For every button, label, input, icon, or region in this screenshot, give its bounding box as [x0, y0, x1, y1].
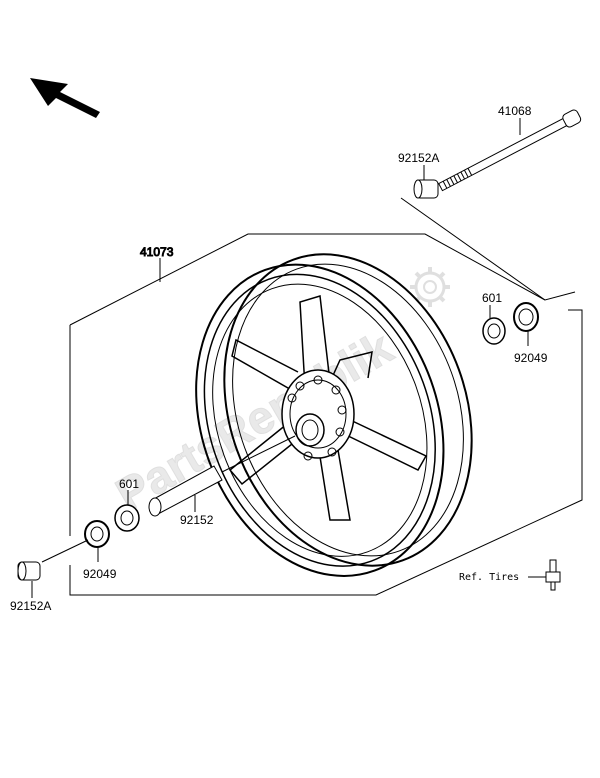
watermark: PartsRepublik [107, 267, 450, 521]
label-92152: 92152 [180, 513, 214, 527]
label-41068: 41068 [498, 104, 532, 118]
tire-valve-icon [545, 559, 561, 591]
direction-arrow-icon [30, 78, 100, 118]
label-92049-left: 92049 [83, 567, 117, 581]
wheel-41073: 41073 [140, 245, 473, 577]
label-601-right: 601 [482, 291, 502, 305]
bearing-601-right: 601 [482, 291, 506, 345]
assembly-outline [69, 197, 583, 596]
seal-92049-right: 92049 [513, 302, 548, 365]
spacer-92152: 92152 [148, 435, 296, 527]
label-41073: 41073 [140, 245, 174, 259]
collar-92152A-top: 92152A [398, 151, 439, 199]
seal-92049-left: 92049 [83, 520, 117, 581]
label-92049-right: 92049 [514, 351, 548, 365]
watermark-text: PartsRepublik [107, 321, 401, 521]
ref-tires: Ref. Tires [459, 559, 561, 591]
label-92152A-bottom: 92152A [10, 599, 51, 613]
axle-41068: 41068 [438, 104, 582, 192]
gear-icon [410, 267, 450, 307]
collar-92152A-bottom: 92152A [10, 539, 89, 613]
label-ref-tires: Ref. Tires [459, 572, 519, 583]
label-92152A-top: 92152A [398, 151, 439, 165]
label-601-left: 601 [119, 477, 139, 491]
bearing-601-left: 601 [114, 477, 140, 532]
